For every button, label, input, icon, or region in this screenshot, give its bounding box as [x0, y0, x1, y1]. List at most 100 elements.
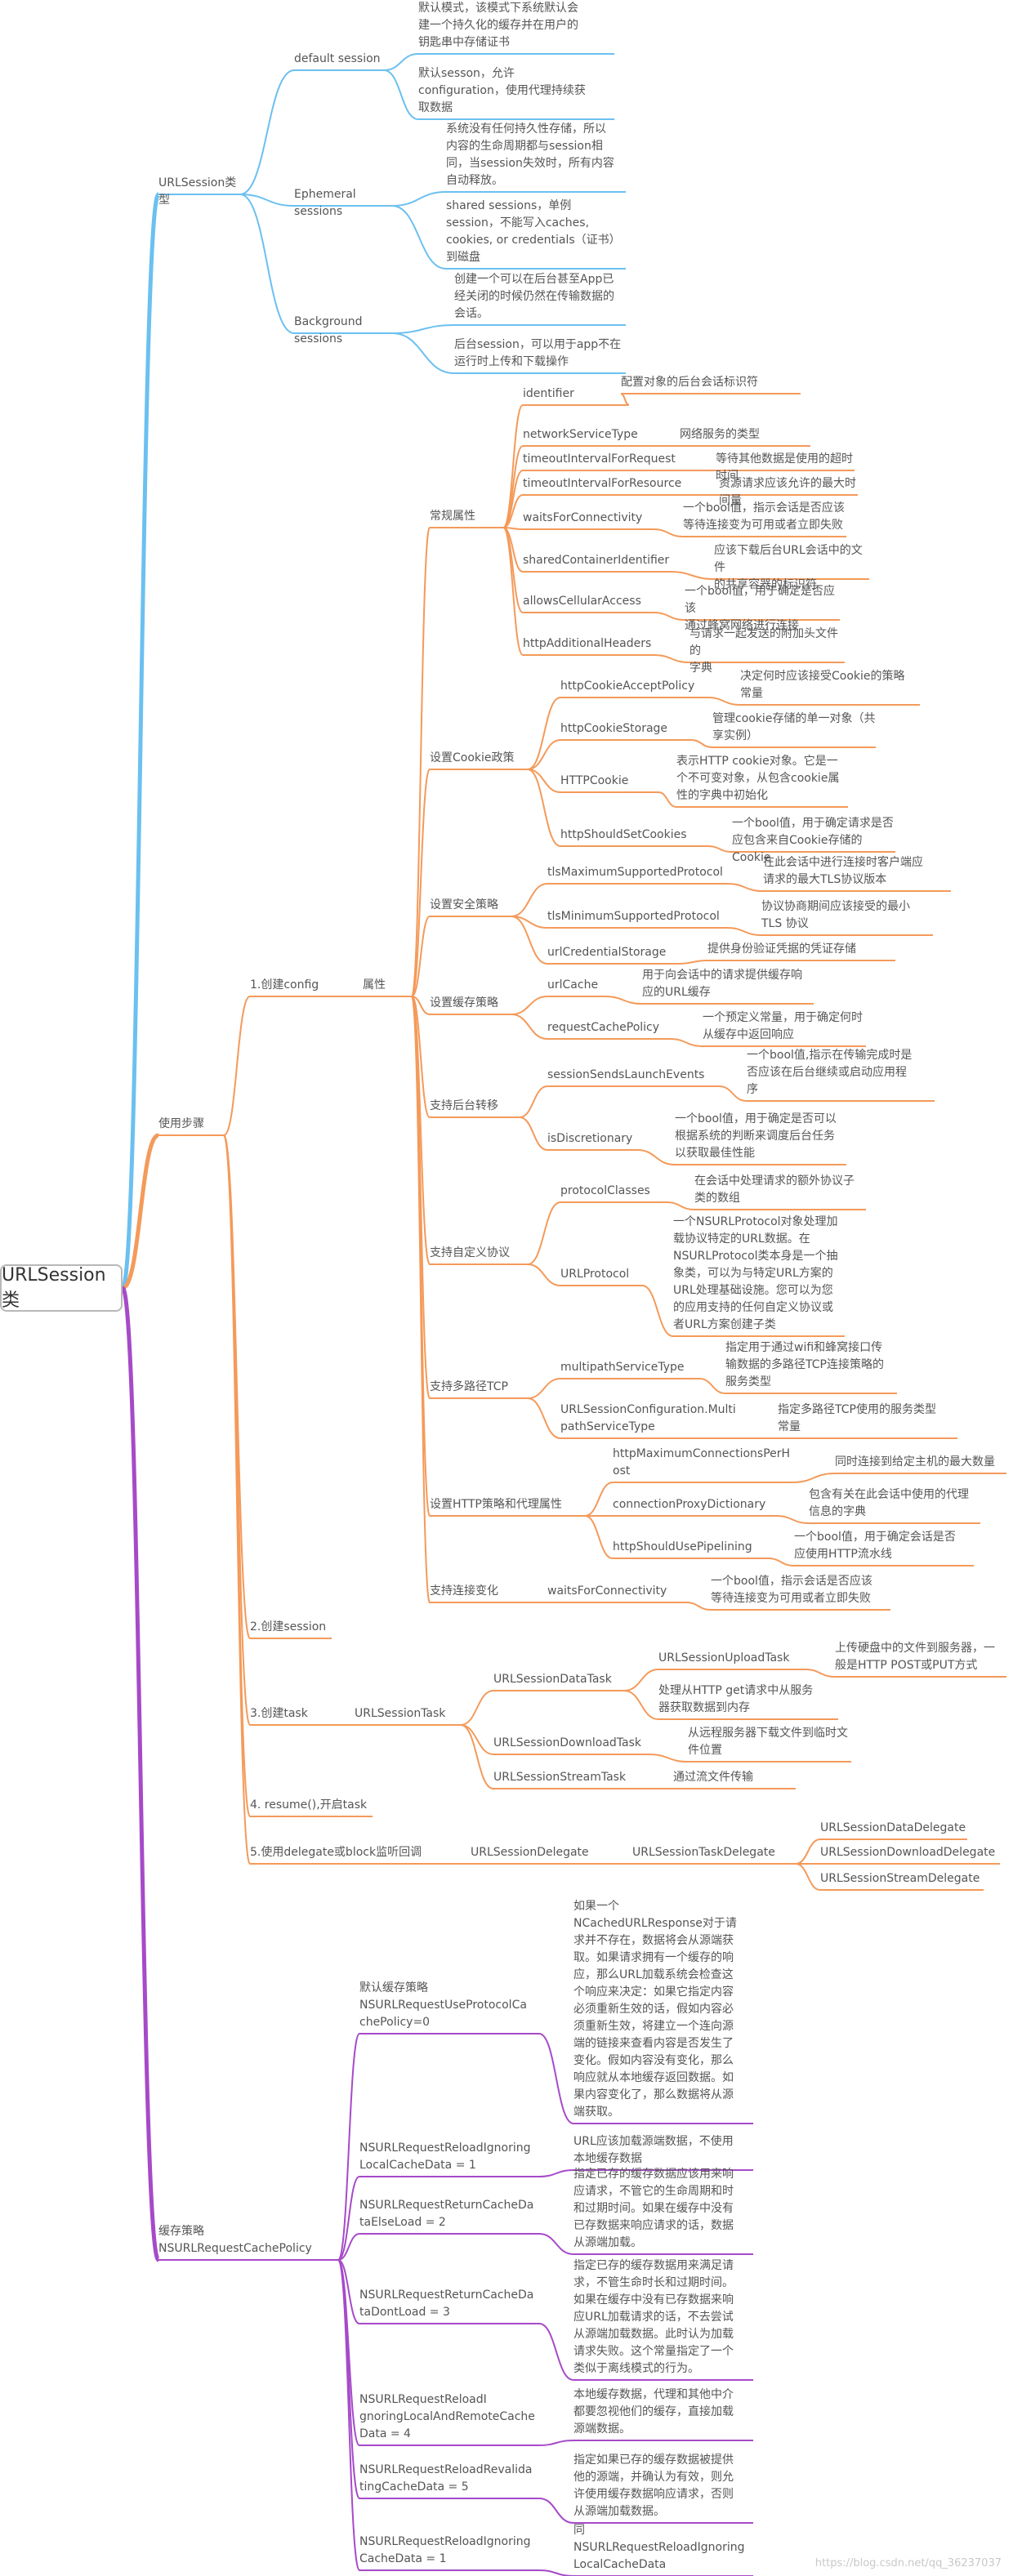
- node-g1d[interactable]: timeoutIntervalForResource: [523, 477, 682, 490]
- node-g3[interactable]: 设置安全策略: [430, 898, 498, 911]
- node-g4b[interactable]: requestCachePolicy: [547, 1021, 660, 1034]
- node-g8[interactable]: 设置HTTP策略和代理属性: [430, 1498, 562, 1511]
- node-c6a[interactable]: 指定如果已存的缓存数据被提供 他的源端，并确认为有效，则允 许使用缓存数据响应请…: [573, 2453, 734, 2518]
- node-g5b[interactable]: isDiscretionary: [547, 1132, 633, 1145]
- node-c1a[interactable]: 如果一个 NCachedURLResponse对于请 求并不存在，数据将会从源端…: [573, 1900, 737, 2119]
- node-g4[interactable]: 设置缓存策略: [430, 996, 498, 1009]
- node-t1a1a[interactable]: 上传硬盘中的文件到服务器，一 般是HTTP POST或PUT方式: [835, 1642, 995, 1672]
- node-c5a[interactable]: 本地缓存数据，代理和其他中介 都要忽视他们的缓存，直接加载 源端数据。: [573, 2388, 734, 2436]
- node-t1a[interactable]: URLSessionDataTask: [493, 1673, 612, 1686]
- node-g2d[interactable]: httpShouldSetCookies: [560, 828, 687, 841]
- node-c3a[interactable]: 指定已存的缓存数据应该用来响 应请求，不管它的生命周期和时 和过期时间。如果在缓…: [573, 2168, 734, 2249]
- node-t1b[interactable]: URLSessionDownloadTask: [493, 1736, 641, 1749]
- node-g2d1[interactable]: 一个bool值，用于确定请求是否 应包含来自Cookie存储的Cookie: [732, 817, 894, 864]
- node-t1c[interactable]: URLSessionStreamTask: [493, 1771, 627, 1784]
- node-g2[interactable]: 设置Cookie政策: [430, 751, 515, 764]
- node-g9a1[interactable]: 一个bool值，指示会话是否应该 等待连接变为可用或者立即失败: [711, 1575, 872, 1605]
- node-b1a1[interactable]: 默认模式，该模式下系统默认会 建一个持久化的缓存并在用户的 钥匙串中存储证书: [418, 2, 578, 49]
- node-g2a[interactable]: httpCookieAcceptPolicy: [560, 680, 695, 693]
- node-c7a[interactable]: 同 NSURLRequestReloadIgnoring LocalCacheD…: [573, 2524, 745, 2571]
- node-g5b1[interactable]: 一个bool值，用于确定是否可以 根据系统的判断来调度后台任务 以获取最佳性能: [675, 1112, 837, 1160]
- node-s5[interactable]: 5.使用delegate或block监听回调: [250, 1846, 422, 1859]
- node-g6b1[interactable]: 一个NSURLProtocol对象处理加 载协议特定的URL数据。在 NSURL…: [673, 1215, 838, 1331]
- node-t1a1[interactable]: URLSessionUploadTask: [658, 1651, 790, 1665]
- node-g1g[interactable]: allowsCellularAccess: [523, 595, 641, 608]
- node-b1c[interactable]: Background sessions: [294, 315, 363, 345]
- node-g6[interactable]: 支持自定义协议: [430, 1246, 510, 1259]
- node-g1b[interactable]: networkServiceType: [523, 428, 638, 441]
- root-node[interactable]: URLSession类: [0, 1264, 123, 1312]
- node-s4[interactable]: 4. resume(),开启task: [250, 1798, 368, 1812]
- node-g8c1[interactable]: 一个bool值，用于确定会话是否 应使用HTTP流水线: [794, 1531, 956, 1561]
- node-b1c2[interactable]: 后台session，可以用于app不在 运行时上传和下载操作: [454, 338, 622, 368]
- node-c3[interactable]: NSURLRequestReturnCacheDa taElseLoad = 2: [359, 2199, 534, 2229]
- node-b2[interactable]: 使用步骤: [158, 1117, 204, 1130]
- node-g3c[interactable]: urlCredentialStorage: [547, 946, 667, 959]
- node-b1a2[interactable]: 默认sesson，允许 configuration，使用代理持续获 取数据: [418, 67, 586, 114]
- node-d1a3[interactable]: URLSessionStreamDelegate: [820, 1872, 980, 1885]
- node-b3[interactable]: 缓存策略 NSURLRequestCachePolicy: [158, 2225, 312, 2255]
- node-c2[interactable]: NSURLRequestReloadIgnoring LocalCacheDat…: [359, 2141, 531, 2172]
- node-c1[interactable]: 默认缓存策略 NSURLRequestUseProtocolCa chePoli…: [359, 1981, 527, 2029]
- node-attr[interactable]: 属性: [363, 978, 386, 992]
- node-g1e1[interactable]: 一个bool值，指示会话是否应该 等待连接变为可用或者立即失败: [683, 501, 845, 532]
- node-g7a1[interactable]: 指定用于通过wifi和蜂窝接口传 输数据的多路径TCP连接策略的 服务类型: [725, 1341, 884, 1388]
- node-c6[interactable]: NSURLRequestReloadRevalida tingCacheData…: [359, 2463, 533, 2494]
- node-g7[interactable]: 支持多路径TCP: [430, 1380, 508, 1393]
- node-g8b1[interactable]: 包含有关在此会话中使用的代理 信息的字典: [809, 1488, 969, 1518]
- node-g1a[interactable]: identifier: [523, 387, 574, 400]
- node-d1a2[interactable]: URLSessionDownloadDelegate: [820, 1846, 996, 1859]
- node-b1b1[interactable]: 系统没有任何持久性存储，所以 内容的生命周期都与session相 同，当sess…: [446, 123, 614, 187]
- node-b1a[interactable]: default session: [294, 52, 381, 65]
- node-g6b[interactable]: URLProtocol: [560, 1268, 630, 1281]
- node-g3a[interactable]: tlsMaximumSupportedProtocol: [547, 866, 723, 879]
- node-g1h1[interactable]: 与请求一起发送的附加头文件的 字典: [689, 627, 838, 675]
- node-c4a[interactable]: 指定已存的缓存数据用来满足请 求，不管生命时长和过期时间。 如果在缓存中没有已存…: [573, 2259, 734, 2375]
- node-c2a[interactable]: URL应该加载源端数据，不使用 本地缓存数据: [573, 2135, 734, 2165]
- node-g7a[interactable]: multipathServiceType: [560, 1361, 685, 1374]
- node-g9[interactable]: 支持连接变化: [430, 1584, 498, 1598]
- node-s2[interactable]: 2.创建session: [250, 1620, 327, 1633]
- node-g3c1[interactable]: 提供身份验证凭据的凭证存储: [707, 943, 856, 956]
- node-g4a[interactable]: urlCache: [547, 978, 599, 992]
- node-g4b1[interactable]: 一个预定义常量，用于确定何时 从缓存中返回响应: [703, 1011, 863, 1041]
- node-g2c[interactable]: HTTPCookie: [560, 774, 629, 787]
- node-t1b1[interactable]: 从远程服务器下载文件到临时文 件位置: [688, 1727, 848, 1757]
- node-g2b1[interactable]: 管理cookie存储的单一对象（共 享实例）: [712, 712, 876, 742]
- node-g4a1[interactable]: 用于向会话中的请求提供缓存响 应的URL缓存: [642, 969, 802, 999]
- node-g5a[interactable]: sessionSendsLaunchEvents: [547, 1068, 705, 1081]
- node-g1f1[interactable]: 应该下载后台URL会话中的文件 的共享容器的标识符: [714, 544, 863, 591]
- node-g8c[interactable]: httpShouldUsePipelining: [613, 1540, 752, 1553]
- node-t1c1[interactable]: 通过流文件传输: [673, 1771, 753, 1784]
- node-g8a[interactable]: httpMaximumConnectionsPerH ost: [613, 1447, 791, 1477]
- node-c5[interactable]: NSURLRequestReloadI gnoringLocalAndRemot…: [359, 2393, 535, 2440]
- node-s3[interactable]: 3.创建task: [250, 1707, 308, 1720]
- node-g2b[interactable]: httpCookieStorage: [560, 722, 668, 735]
- node-g9a[interactable]: waitsForConnectivity: [547, 1584, 667, 1598]
- node-g1e[interactable]: waitsForConnectivity: [523, 511, 643, 524]
- node-t1[interactable]: URLSessionTask: [355, 1707, 446, 1720]
- node-g1c1[interactable]: 等待其他数据是使用的超时时间: [716, 452, 853, 483]
- node-b1[interactable]: URLSession类型: [158, 176, 237, 207]
- node-c7[interactable]: NSURLRequestReloadIgnoring CacheData = 1: [359, 2535, 531, 2565]
- node-g3a1[interactable]: 在此会话中进行连接时客户端应 请求的最大TLS协议版本: [763, 856, 923, 886]
- node-c4[interactable]: NSURLRequestReturnCacheDa taDontLoad = 3: [359, 2289, 534, 2319]
- node-g7b[interactable]: URLSessionConfiguration.Multi pathServic…: [560, 1403, 736, 1433]
- node-s1[interactable]: 1.创建config: [250, 978, 319, 992]
- node-g6a[interactable]: protocolClasses: [560, 1184, 650, 1197]
- node-d1[interactable]: URLSessionDelegate: [471, 1846, 589, 1859]
- node-g8a1[interactable]: 同时连接到给定主机的最大数量: [835, 1455, 995, 1468]
- node-g1f[interactable]: sharedContainerIdentifier: [523, 554, 670, 567]
- node-g1c[interactable]: timeoutIntervalForRequest: [523, 452, 676, 466]
- node-b1c1[interactable]: 创建一个可以在后台甚至App已 经关闭的时候仍然在传输数据的 会话。: [454, 273, 614, 320]
- node-g1b1[interactable]: 网络服务的类型: [680, 428, 760, 441]
- node-g1d1[interactable]: 资源请求应该允许的最大时间量: [719, 477, 856, 507]
- node-d1a[interactable]: URLSessionTaskDelegate: [632, 1846, 775, 1859]
- node-g2c1[interactable]: 表示HTTP cookie对象。它是一 个不可变对象，从包含cookie属 性的…: [676, 755, 840, 802]
- node-g7b1[interactable]: 指定多路径TCP使用的服务类型 常量: [778, 1403, 936, 1433]
- node-t1a2[interactable]: 处理从HTTP get请求中从服务 器获取数据到内存: [658, 1684, 814, 1714]
- node-g8b[interactable]: connectionProxyDictionary: [613, 1498, 766, 1511]
- node-g2a1[interactable]: 决定何时应该接受Cookie的策略 常量: [740, 670, 905, 700]
- node-g1a1[interactable]: 配置对象的后台会话标识符: [621, 376, 758, 389]
- node-g5[interactable]: 支持后台转移: [430, 1099, 498, 1112]
